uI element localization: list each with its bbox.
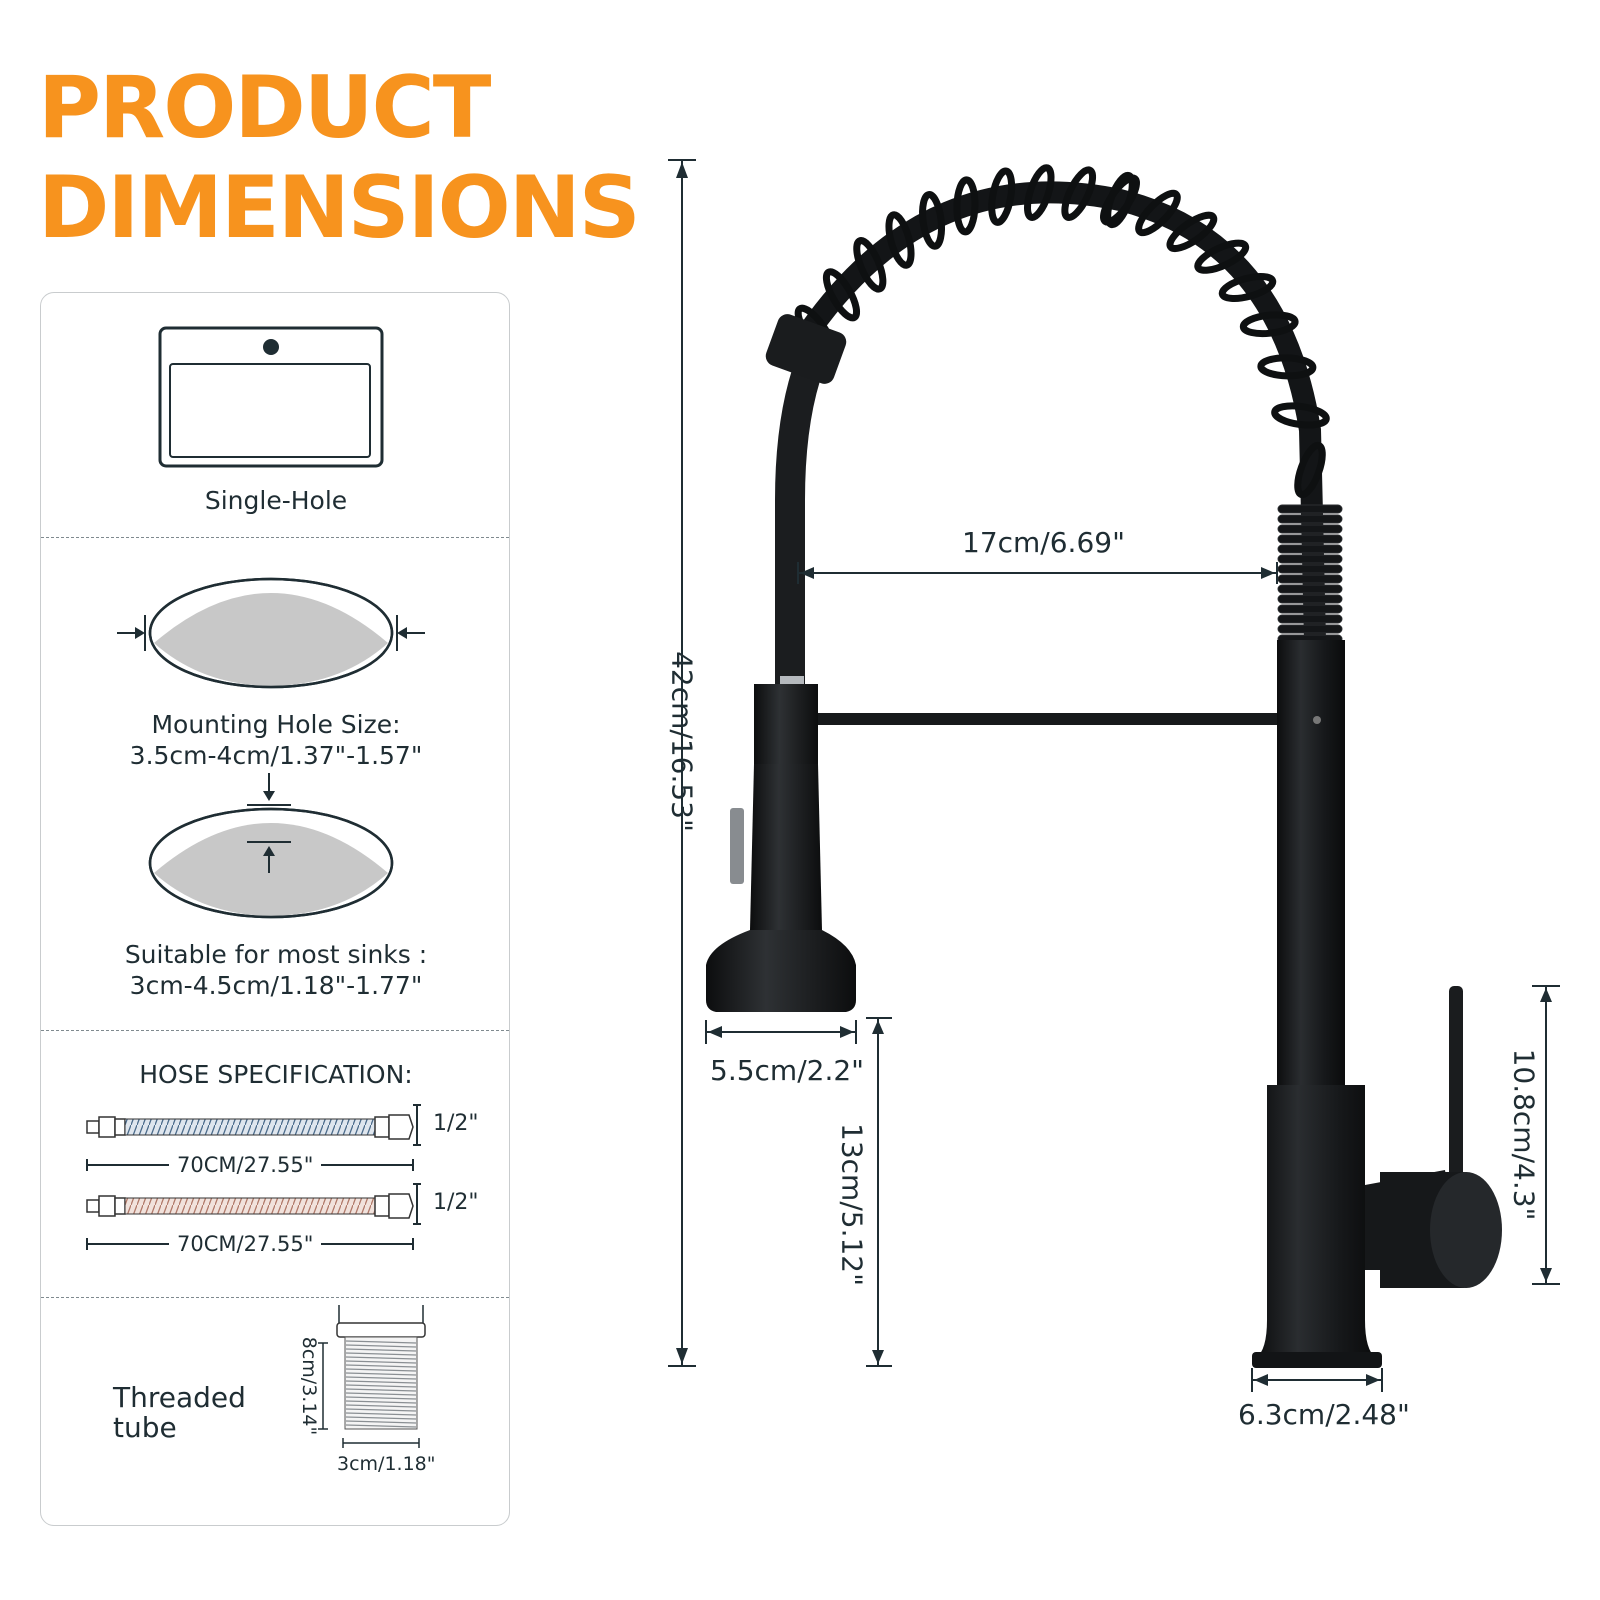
single-hole-label: Single-Hole bbox=[204, 486, 348, 515]
sprayer-diameter-label: 5.5cm/2.2" bbox=[710, 1054, 865, 1087]
hose-1-size: 1/2" bbox=[433, 1111, 479, 1136]
reach-label: 17cm/6.69" bbox=[962, 526, 1125, 559]
threaded-tube-label-line-2: tube bbox=[113, 1411, 177, 1444]
divider-3 bbox=[41, 1297, 509, 1298]
pull-down-sprayer bbox=[706, 676, 856, 1012]
title-line-1: PRODUCT bbox=[38, 58, 491, 158]
base-diameter-label: 6.3cm/2.48" bbox=[1238, 1398, 1410, 1431]
mounting-hole-icon bbox=[117, 577, 425, 689]
threaded-tube-icon bbox=[318, 1305, 426, 1448]
hose-1-length: 70CM/27.55" bbox=[169, 1153, 322, 1177]
hose-heading: HOSE SPECIFICATION: bbox=[139, 1060, 413, 1089]
sprayer-hose bbox=[775, 333, 834, 705]
title-line-2: DIMENSIONS bbox=[38, 158, 641, 258]
divider-2 bbox=[41, 1030, 509, 1031]
hose-2-size: 1/2" bbox=[433, 1190, 479, 1215]
threaded-tube-label: Threaded tube bbox=[113, 1383, 246, 1443]
suitable-label: Suitable for most sinks : bbox=[124, 940, 428, 969]
divider-1 bbox=[41, 537, 509, 538]
dimension-lines bbox=[668, 159, 1560, 1392]
spout-height-label: 13cm/5.12" bbox=[835, 1123, 869, 1286]
page-title: PRODUCT DIMENSIONS bbox=[38, 58, 641, 258]
spec-panel-graphics bbox=[86, 326, 426, 1448]
total-height-label: 42cm/16.53" bbox=[665, 651, 699, 832]
suitable-value: 3cm-4.5cm/1.18"-1.77" bbox=[129, 971, 423, 1000]
spring-tight-coil bbox=[1277, 504, 1343, 644]
single-hole-sink-icon bbox=[158, 326, 384, 468]
handle-height-label: 10.8cm/4.3" bbox=[1507, 1048, 1541, 1221]
mounting-hole-label: Mounting Hole Size: bbox=[151, 710, 401, 739]
sprayhead-collar bbox=[765, 314, 847, 384]
sink-thickness-icon bbox=[148, 773, 394, 919]
holder-arm bbox=[812, 713, 1280, 725]
faucet-handle bbox=[1365, 986, 1502, 1288]
threaded-tube-label-line-1: Threaded bbox=[113, 1381, 246, 1414]
mounting-hole-value: 3.5cm-4cm/1.37"-1.57" bbox=[129, 741, 423, 770]
spring-coils bbox=[794, 164, 1330, 499]
faucet-body bbox=[1252, 640, 1382, 1368]
tube-width-label: 3cm/1.18" bbox=[337, 1453, 436, 1475]
hose-icon-blue bbox=[86, 1104, 421, 1171]
spec-panel: Single-Hole Mounting Hole Size: 3.5cm-4c… bbox=[40, 292, 510, 1526]
hose-2-length: 70CM/27.55" bbox=[169, 1232, 322, 1256]
